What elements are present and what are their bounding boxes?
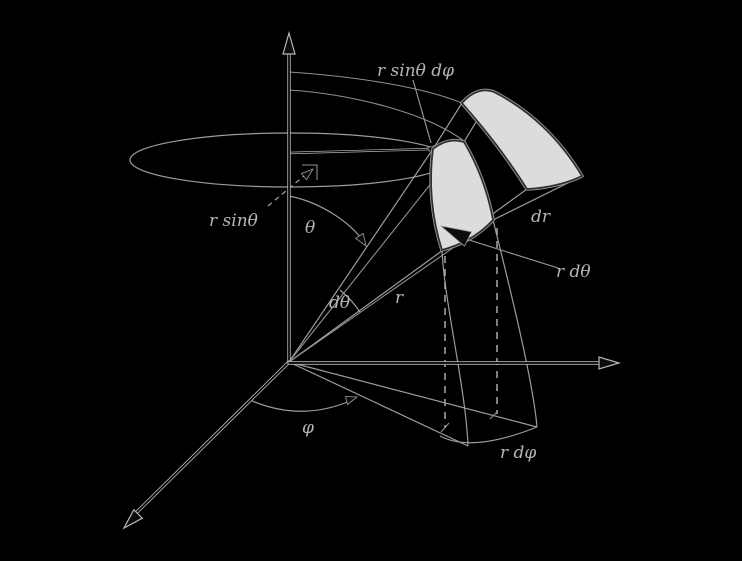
base-tick-left [440,422,450,433]
r-sin-theta-leader [267,174,306,207]
label-r-sin-theta-dphi: r sinθ dφ [377,61,454,81]
volume-element [429,88,584,252]
base-radial-line-right [288,361,538,428]
dtheta-angle-arc [339,289,361,313]
label-phi: φ [302,418,314,438]
base-tick-right [489,410,499,420]
right-angle-mark [302,164,318,180]
r-sin-theta-arrowhead-icon [300,168,314,181]
x-axis-arrowhead-icon [122,508,144,530]
outer-face [461,89,583,190]
r-sin-theta-line-core [288,148,434,154]
label-theta: θ [305,218,315,238]
theta-angle-arc [288,195,364,242]
inner-face [430,139,494,251]
label-dtheta: dθ [329,293,350,313]
inner-meridian-upper-arc [288,89,465,142]
label-r: r [395,288,404,308]
phi-angle-arc [249,399,351,412]
base-arc [439,426,538,444]
r-sin-theta-dphi-leader [412,79,432,144]
radial-line-top-left [288,148,434,363]
r-dtheta-leader [465,238,559,269]
meridian-arc-to-base-left [441,249,469,447]
label-r-dtheta: r dθ [556,262,591,282]
z-axis-arrowhead-icon [282,30,296,55]
theta-arc-arrowhead-icon [354,232,367,247]
label-r-sin-theta: r sinθ [209,211,258,231]
x-axis [122,360,291,530]
label-r-dphi: r dφ [500,443,536,463]
base-radial-line-left [288,361,469,447]
label-dr: dr [531,207,551,227]
r-dtheta-arrowhead-icon [439,225,473,247]
radial-connector-top-left [432,102,463,150]
meridian-arc-to-base-right [492,219,538,428]
outer-meridian-upper-arc [288,71,463,104]
z-axis [282,30,296,364]
y-axis-arrowhead-icon [598,356,622,370]
phi-arc-arrowhead-icon [344,396,359,406]
y-axis [287,356,622,370]
